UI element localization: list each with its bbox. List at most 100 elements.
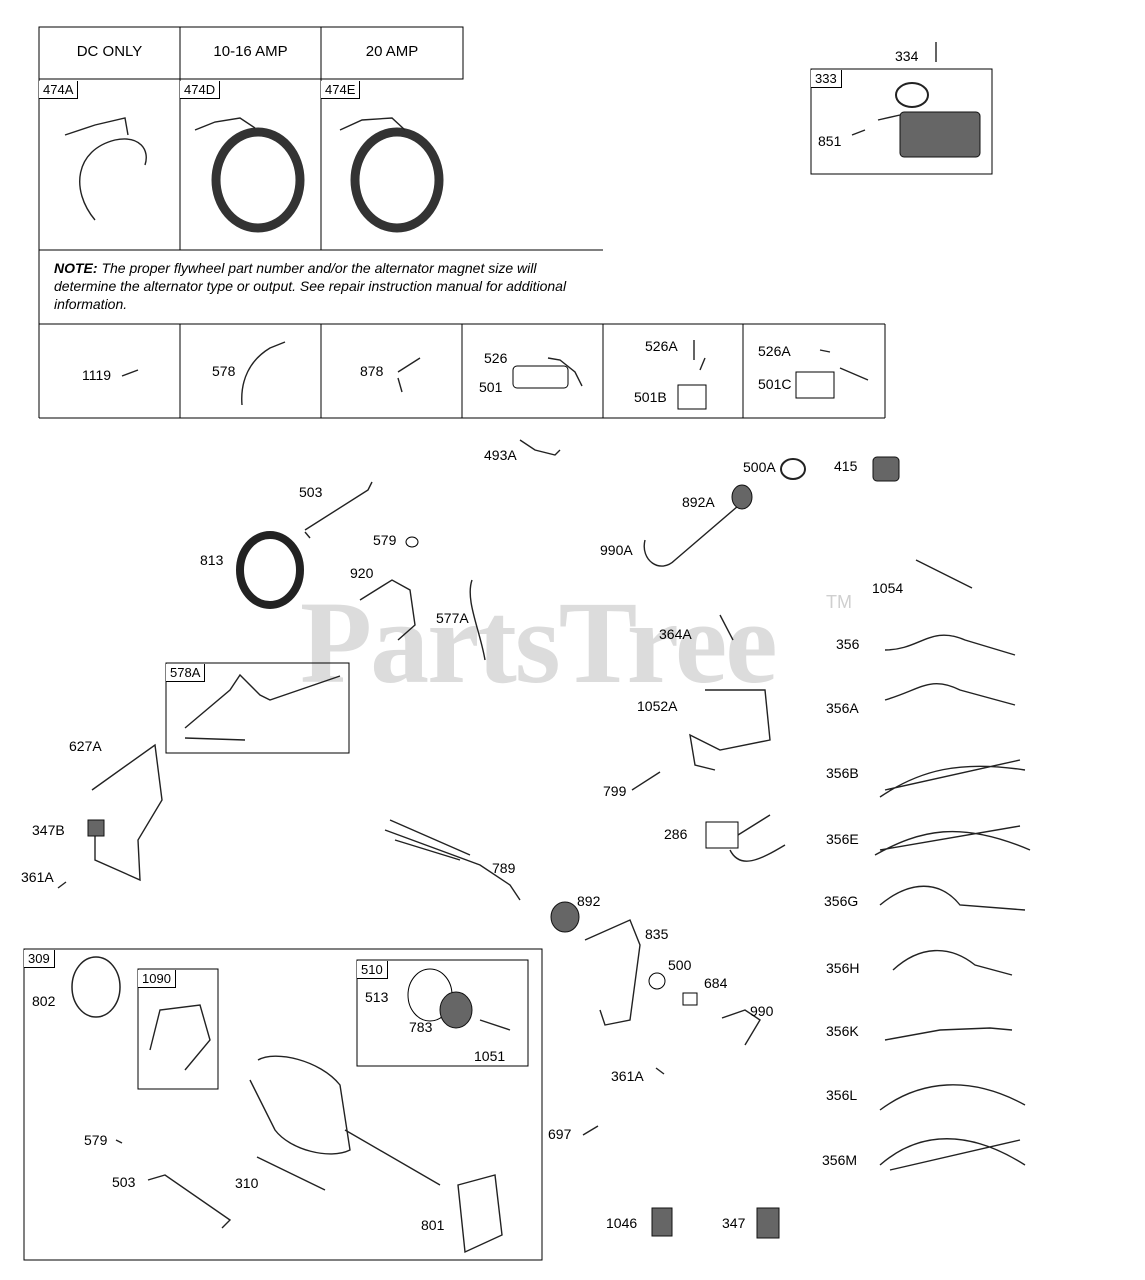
part-783-drawing — [439, 991, 473, 1029]
label-501B: 501B — [634, 389, 667, 405]
callout-990: 990 — [750, 1003, 774, 1019]
part-892-drawing — [550, 901, 580, 933]
part-577A-drawing — [469, 579, 486, 661]
callout-493A: 493A — [484, 447, 517, 463]
callout-920: 920 — [350, 565, 374, 581]
callout-789: 789 — [492, 860, 516, 876]
part-286-drawing — [705, 821, 739, 849]
part-286-wire — [729, 814, 786, 862]
header-dc-only: DC ONLY — [76, 43, 143, 60]
label-878: 878 — [360, 363, 384, 379]
bracket-627A-drawing — [91, 743, 163, 882]
part-697-drawing — [582, 1125, 599, 1136]
callout-356B: 356B — [826, 765, 859, 781]
callout-1051: 1051 — [474, 1048, 506, 1064]
part-364A-drawing — [719, 614, 734, 641]
box-309-frame — [23, 948, 543, 1261]
callout-799: 799 — [603, 783, 627, 799]
tag-309: 309 — [24, 950, 55, 968]
callout-1052A: 1052A — [637, 698, 678, 714]
part-799-drawing — [631, 771, 661, 791]
part-1054-drawing — [915, 559, 973, 589]
part-990-drawing — [721, 1009, 761, 1046]
alternator-note: NOTE: The proper flywheel part number an… — [54, 259, 594, 313]
part-361A-drawing — [57, 881, 67, 889]
callout-347B: 347B — [32, 822, 65, 838]
harness-789-drawing — [384, 819, 521, 901]
alternator-474A-drawing — [64, 117, 147, 221]
callout-892: 892 — [577, 893, 601, 909]
callout-356: 356 — [836, 636, 860, 652]
harness-578A-drawing — [184, 673, 341, 741]
box-510-frame — [356, 959, 529, 1067]
label-501C: 501C — [758, 376, 792, 392]
connector-333-drawing — [851, 42, 981, 158]
tag-1090: 1090 — [138, 970, 176, 988]
callout-500A: 500A — [743, 459, 776, 475]
callout-1054: 1054 — [872, 580, 904, 596]
tag-474E: 474E — [321, 81, 361, 99]
part-503-drawing — [304, 481, 373, 539]
part-310-drawing — [256, 1156, 326, 1191]
callout-361A: 361A — [21, 869, 54, 885]
part-500A-drawing — [780, 458, 806, 480]
callout-802: 802 — [32, 993, 56, 1009]
box-578A-frame — [165, 662, 350, 754]
callout-783: 783 — [409, 1019, 433, 1035]
part-1051-drawing — [479, 1019, 511, 1031]
label-578: 578 — [212, 363, 236, 379]
note-text: The proper flywheel part number and/or t… — [54, 260, 567, 312]
part-493A-drawing — [519, 439, 561, 456]
callout-310: 310 — [235, 1175, 259, 1191]
part-920-drawing — [359, 579, 416, 641]
callout-356M: 356M — [822, 1152, 858, 1168]
part-990A-drawing — [643, 499, 746, 567]
callout-503: 503 — [299, 484, 323, 500]
part-347-drawing — [756, 1207, 780, 1239]
label-501: 501 — [479, 379, 503, 395]
part-579-drawing — [405, 536, 419, 548]
alternator-474E-drawing — [339, 117, 444, 233]
callout-361A-2: 361A — [611, 1068, 644, 1084]
part-503-2-drawing — [147, 1174, 232, 1229]
callout-835: 835 — [645, 926, 669, 942]
wires-356-series-drawings — [874, 634, 1031, 1171]
tag-510: 510 — [357, 961, 388, 979]
tag-474A: 474A — [39, 81, 79, 99]
callout-356L: 356L — [826, 1087, 858, 1103]
callout-364A: 364A — [659, 626, 692, 642]
callout-500: 500 — [668, 957, 692, 973]
part-579-2-drawing — [115, 1139, 123, 1144]
label-851: 851 — [818, 133, 842, 149]
part-415-drawing — [872, 456, 900, 482]
callout-1046: 1046 — [606, 1215, 638, 1231]
callout-356A: 356A — [826, 700, 859, 716]
label-1119: 1119 — [82, 367, 112, 383]
callout-684: 684 — [704, 975, 728, 991]
part-347B-drawing — [87, 819, 105, 837]
callout-579-2: 579 — [84, 1132, 108, 1148]
starter-motor-1052A-drawing — [689, 689, 771, 771]
label-334: 334 — [895, 48, 919, 64]
end-cap-801-drawing — [457, 1174, 503, 1254]
callout-356H: 356H — [826, 960, 860, 976]
callout-513: 513 — [365, 989, 389, 1005]
starter-housing-drawing — [249, 1055, 351, 1155]
callout-577A: 577A — [436, 610, 469, 626]
callout-347: 347 — [722, 1215, 746, 1231]
part-684-drawing — [682, 992, 698, 1006]
brush-plate-1090-drawing — [149, 1004, 211, 1071]
armature-drawing — [344, 1129, 441, 1186]
label-526A: 526A — [645, 338, 678, 354]
callout-813: 813 — [200, 552, 224, 568]
alternator-table-grid — [38, 26, 886, 419]
callout-579: 579 — [373, 532, 397, 548]
label-526: 526 — [484, 350, 508, 366]
trademark-mark: TM — [826, 592, 852, 612]
bracket-835-drawing — [584, 919, 641, 1026]
tag-333: 333 — [811, 70, 842, 88]
callout-356K: 356K — [826, 1023, 859, 1039]
header-10-16-amp: 10-16 AMP — [213, 43, 288, 60]
parts-row-drawings — [121, 340, 869, 410]
